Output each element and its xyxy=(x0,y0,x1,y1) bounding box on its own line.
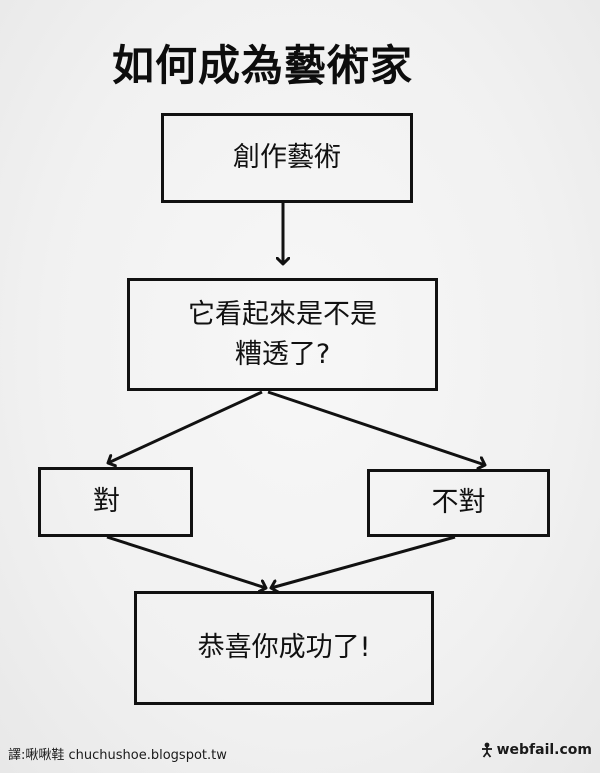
node-question-line2: 糟透了? xyxy=(234,338,331,370)
stick-figure-icon xyxy=(481,742,492,758)
node-no-label: 不對 xyxy=(431,487,486,519)
arrow-question-to-no xyxy=(267,390,485,465)
diagram-title: 如何成為藝術家 xyxy=(112,41,414,90)
node-no: 不對 xyxy=(367,469,550,537)
watermark: webfail.com xyxy=(480,742,592,758)
node-question-line1: 它看起來是不是 xyxy=(188,299,377,331)
translator-credit: 譯:啾啾鞋 chuchushoe.blogspot.tw xyxy=(8,748,227,763)
node-congrats-label: 恭喜你成功了! xyxy=(197,632,371,664)
node-yes-label: 對 xyxy=(93,486,120,518)
watermark-text: webfail.com xyxy=(496,742,592,758)
node-congrats: 恭喜你成功了! xyxy=(134,591,434,705)
node-create-art-label: 創作藝術 xyxy=(233,142,341,174)
arrow-question-to-yes xyxy=(108,390,263,463)
node-question: 它看起來是不是 糟透了? xyxy=(127,278,438,391)
node-yes: 對 xyxy=(38,467,193,537)
arrow-yes-to-congrats xyxy=(106,535,266,588)
arrow-no-to-congrats xyxy=(271,535,456,588)
node-create-art: 創作藝術 xyxy=(161,113,413,203)
